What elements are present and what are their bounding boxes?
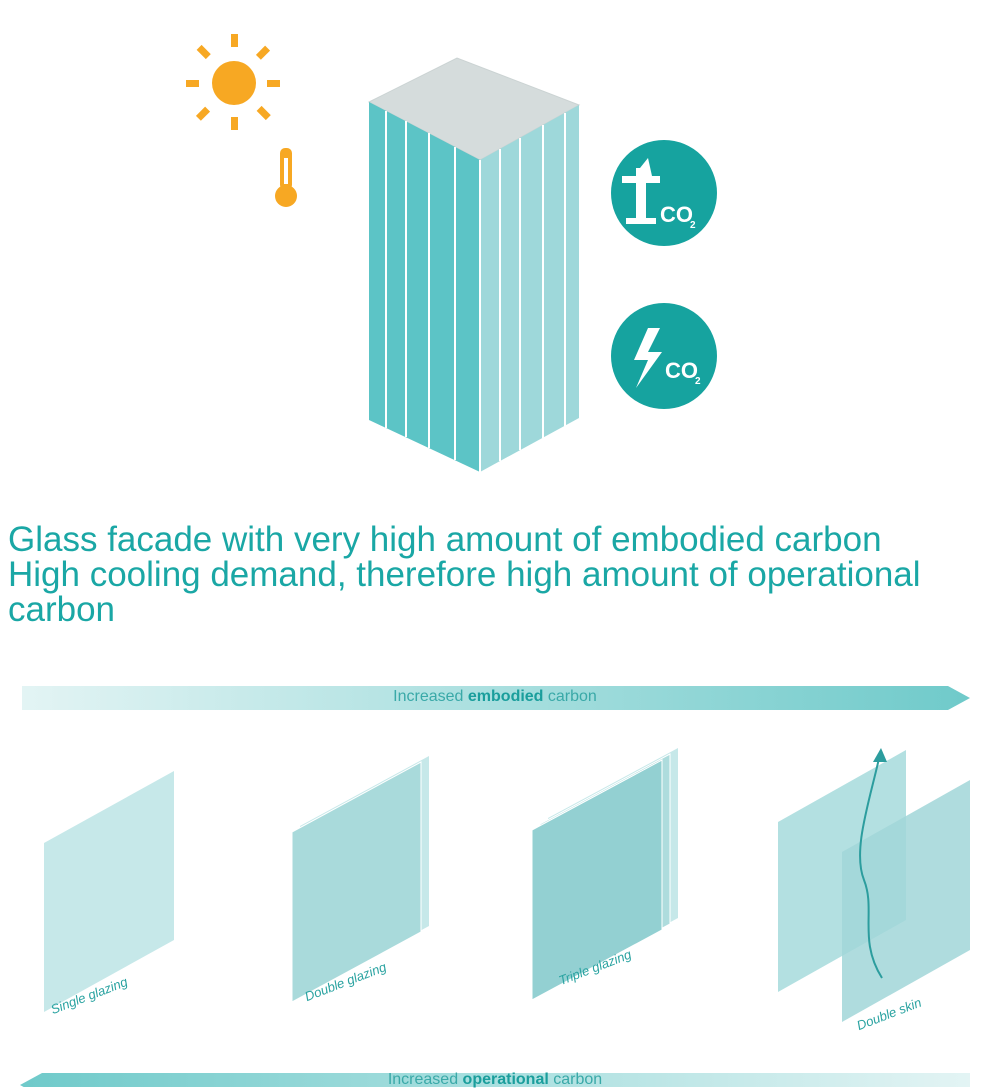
glazing-diagram [44, 748, 970, 1022]
operational-arrow [20, 1073, 970, 1087]
operational-keyword: operational [462, 1071, 549, 1088]
embodied-arrow-label: Increased embodied carbon [393, 688, 597, 705]
sun-icon [186, 34, 280, 130]
headline-line-3: carbon [8, 590, 116, 629]
headline: Glass facade with very high amount of em… [8, 522, 1002, 627]
crane-co2-label: CO [660, 202, 693, 227]
operational-arrow-label: Increased operational carbon [387, 1071, 603, 1088]
embodied-keyword: embodied [467, 688, 544, 705]
building-illustration: CO 2 CO 2 [186, 34, 717, 472]
lightning-co2-label: CO [665, 358, 698, 383]
thermometer-icon [275, 148, 297, 207]
headline-line-2: High cooling demand, therefore high amou… [8, 555, 921, 594]
single-glazing-panel [44, 771, 174, 1012]
lightning-co2-subscript: 2 [695, 376, 701, 387]
double-glazing-panel [291, 756, 429, 1003]
lightning-co2-icon [611, 303, 717, 409]
double-skin-panel [778, 748, 970, 1022]
airflow-arrowhead [873, 748, 887, 762]
embodied-arrow [22, 686, 970, 710]
triple-glazing-panel [531, 748, 678, 1001]
glass-tower [367, 57, 581, 472]
crane-co2-subscript: 2 [690, 220, 696, 231]
headline-line-1: Glass facade with very high amount of em… [8, 520, 882, 559]
crane-co2-icon [611, 140, 717, 246]
